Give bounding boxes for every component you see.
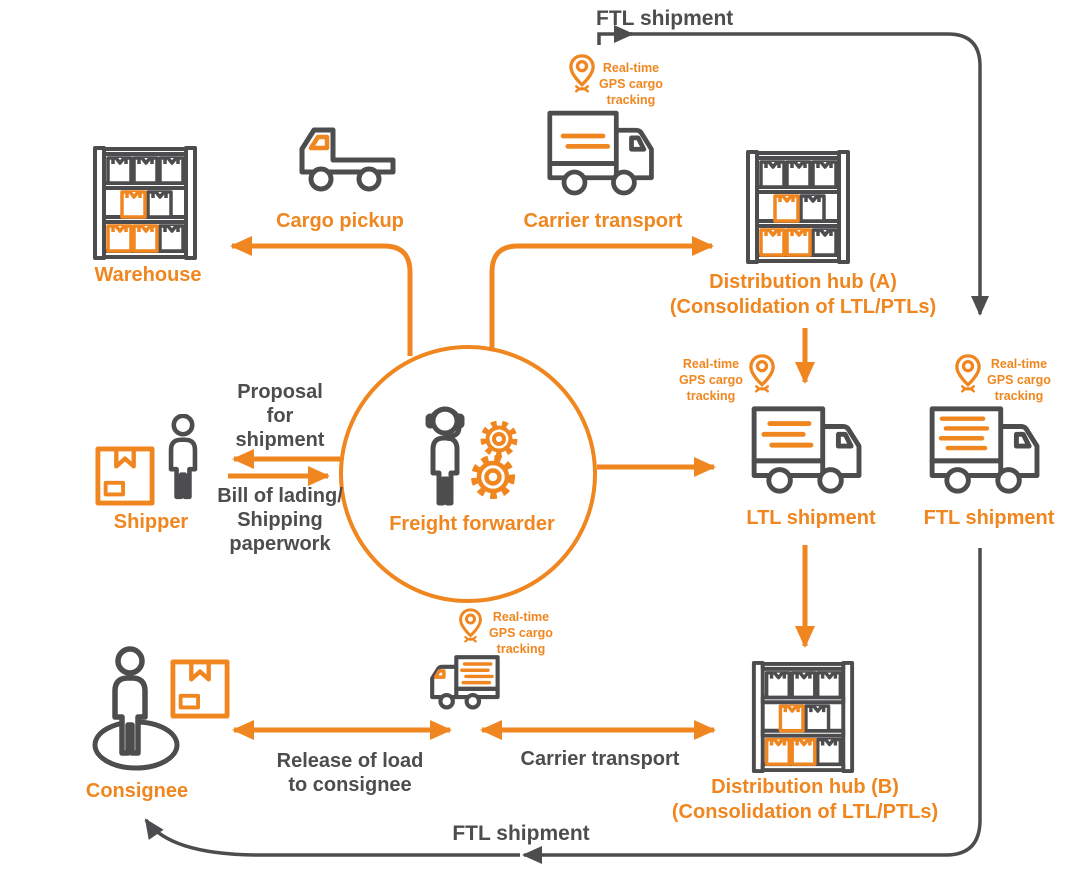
proposal-for-shipment-label: Proposal for shipment bbox=[235, 381, 325, 451]
distribution-hub-a-label: Distribution hub (A) (Consolidation of L… bbox=[669, 271, 937, 318]
freight-forwarder-label: Freight forwarder bbox=[389, 513, 555, 535]
ftl-shipment-truck-label: FTL shipment bbox=[923, 507, 1055, 529]
release-of-load-label: Release of load to consignee bbox=[276, 750, 424, 796]
gps-pin-icon bbox=[459, 608, 482, 643]
cargo-pickup-truck-icon bbox=[299, 127, 396, 192]
gps-pin-icon bbox=[955, 354, 981, 393]
warehouse-icon bbox=[93, 146, 197, 260]
freight-forwarder-icon bbox=[425, 406, 518, 506]
line-ftl-top-start bbox=[597, 25, 634, 45]
ftl-shipment-top-label: FTL shipment bbox=[596, 7, 734, 30]
gps-tracking-label: Real-time GPS cargo tracking bbox=[679, 357, 743, 403]
carrier-transport-top-label: Carrier transport bbox=[523, 210, 683, 232]
shipper-label: Shipper bbox=[113, 511, 189, 533]
ltl-truck-icon bbox=[751, 406, 862, 494]
line-ftl-top-to-ftl-truck bbox=[628, 32, 989, 316]
warehouse-label: Warehouse bbox=[94, 264, 202, 286]
carrier-transport-bottom-label: Carrier transport bbox=[520, 748, 680, 770]
gps-tracking-label: Real-time GPS cargo tracking bbox=[987, 357, 1051, 403]
arrow-forwarder-to-hub-a bbox=[489, 236, 714, 354]
cargo-pickup-label: Cargo pickup bbox=[276, 210, 404, 232]
shipper-box-icon bbox=[95, 446, 155, 506]
ftl-truck-icon bbox=[929, 406, 1040, 494]
shipper-person-icon bbox=[168, 414, 198, 500]
ltl-shipment-label: LTL shipment bbox=[746, 507, 876, 529]
ftl-shipment-bottom-label: FTL shipment bbox=[452, 822, 590, 845]
delivery-truck-icon bbox=[430, 655, 500, 710]
gears-icon bbox=[471, 420, 518, 499]
consignee-box-icon bbox=[170, 659, 230, 719]
bill-of-lading-label: Bill of lading/ Shipping paperwork bbox=[217, 485, 343, 555]
gps-tracking-label: Real-time GPS cargo tracking bbox=[489, 610, 553, 656]
arrow-forwarder-to-warehouse bbox=[230, 236, 413, 356]
distribution-hub-a-icon bbox=[746, 150, 850, 264]
carrier-transport-truck-icon bbox=[547, 110, 654, 196]
gps-pin-icon bbox=[569, 54, 595, 93]
gps-tracking-label: Real-time GPS cargo tracking bbox=[599, 61, 663, 107]
line-ftl-bottom-to-consignee bbox=[144, 818, 520, 857]
consignee-label: Consignee bbox=[85, 780, 189, 802]
gps-pin-icon bbox=[749, 354, 775, 393]
freight-forwarder-node: Freight forwarder bbox=[339, 345, 597, 603]
consignee-person-icon bbox=[92, 646, 180, 771]
distribution-hub-b-icon bbox=[751, 661, 855, 773]
line-ftl-truck-to-bottom bbox=[522, 548, 982, 864]
distribution-hub-b-label: Distribution hub (B) (Consolidation of L… bbox=[671, 776, 939, 823]
